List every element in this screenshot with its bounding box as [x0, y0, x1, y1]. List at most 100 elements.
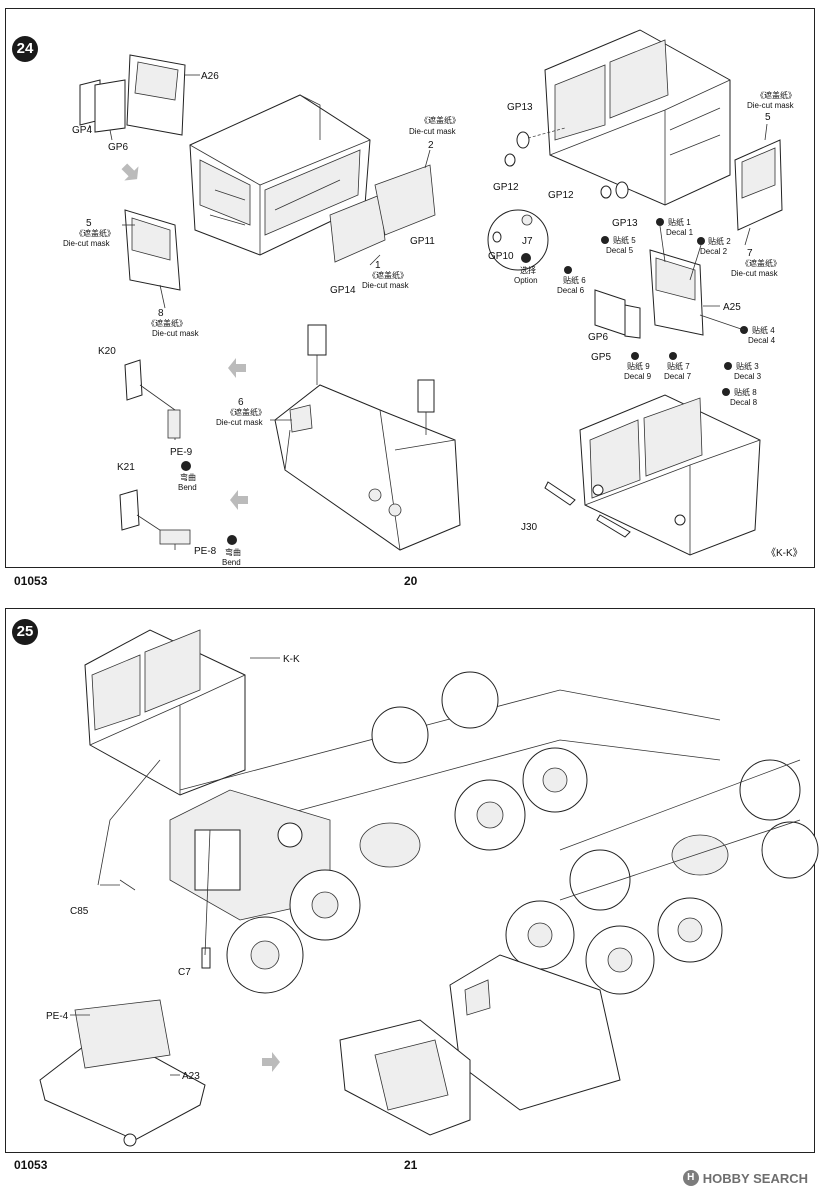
- door-a25-drawing: [594, 249, 720, 339]
- cab-lower-drawing: [274, 324, 461, 551]
- gp12-part: [504, 153, 516, 167]
- label-j30: J30: [521, 522, 538, 533]
- mask-1-number: 1: [375, 260, 381, 271]
- decal-4-en: Decal 4: [748, 336, 776, 345]
- kit-code-bottom: 01053: [14, 1158, 48, 1172]
- decal-3-cn: 贴纸 3: [736, 361, 759, 371]
- label-gp12-b: GP12: [548, 190, 574, 201]
- mask-6-cn: 《遮盖纸》: [226, 407, 266, 417]
- mask-2-en: Die-cut mask: [409, 127, 457, 136]
- bend-icon-2: [227, 535, 237, 545]
- bend-1-en: Bend: [178, 483, 197, 492]
- decal-8-en: Decal 8: [730, 398, 758, 407]
- arrow-hint: [228, 358, 246, 378]
- left-door-drawing: [122, 209, 181, 291]
- j30-part-b: [596, 514, 631, 538]
- decal-7-en: Decal 7: [664, 372, 692, 381]
- bend-2-cn: 弯曲: [225, 547, 241, 557]
- k21-drawing: [119, 489, 191, 550]
- decal-6-en: Decal 6: [557, 286, 585, 295]
- option-en: Option: [514, 276, 538, 285]
- hobby-search-text: HOBBY SEARCH: [702, 1170, 808, 1186]
- gp13-part: [516, 131, 530, 149]
- mask-7-cn: 《遮盖纸》: [741, 258, 781, 268]
- mask-8-number: 8: [158, 308, 164, 319]
- cab-right-drawing: [544, 29, 731, 206]
- decal-8-cn: 贴纸 8: [734, 387, 757, 397]
- mask-5-cn: 《遮盖纸》: [75, 228, 115, 238]
- label-gp6-b: GP6: [588, 332, 608, 343]
- cab-kk-drawing: [579, 394, 761, 556]
- page-number-20: 20: [404, 574, 418, 588]
- decal-3-en: Decal 3: [734, 372, 762, 381]
- mask-5-en: Die-cut mask: [63, 239, 111, 248]
- truck-chassis-drawing: [39, 629, 819, 1147]
- mask-1-en: Die-cut mask: [362, 281, 410, 290]
- option-detail-circle: [487, 209, 549, 271]
- decal-5-cn: 贴纸 5: [613, 235, 636, 245]
- door-a26-drawing: [79, 54, 200, 141]
- decal-1-en: Decal 1: [666, 228, 694, 237]
- mask-6-number: 6: [238, 397, 244, 408]
- mask-5r-en: Die-cut mask: [747, 101, 795, 110]
- label-gp12-a: GP12: [493, 182, 519, 193]
- label-k20: K20: [98, 346, 116, 357]
- label-gp4: GP4: [72, 125, 92, 136]
- mask-2-number: 2: [428, 140, 434, 151]
- decal-1-cn: 贴纸 1: [668, 217, 691, 227]
- decal-9-cn: 贴纸 9: [627, 361, 650, 371]
- arrow-hint: [230, 490, 248, 510]
- option-cn: 选择: [520, 265, 536, 275]
- label-gp5: GP5: [591, 352, 611, 363]
- mask-5r-cn: 《遮盖纸》: [756, 90, 796, 100]
- option-icon: [521, 253, 531, 263]
- mask-8-cn: 《遮盖纸》: [147, 318, 187, 328]
- j30-part-a: [544, 481, 576, 506]
- mask-7-en: Die-cut mask: [731, 269, 779, 278]
- mask-8-en: Die-cut mask: [152, 329, 200, 338]
- mask-7-number: 7: [747, 248, 753, 259]
- cab-interior-drawing: [189, 94, 371, 256]
- right-door-drawing: [734, 139, 783, 231]
- kit-code-top: 01053: [14, 574, 48, 588]
- mask-1-cn: 《遮盖纸》: [368, 270, 408, 280]
- decal-5-en: Decal 5: [606, 246, 634, 255]
- decal-2-cn: 贴纸 2: [708, 236, 731, 246]
- label-c85: C85: [70, 906, 89, 917]
- hobby-search-watermark: H HOBBY SEARCH: [682, 1170, 808, 1186]
- label-gp13-a: GP13: [507, 102, 533, 113]
- label-gp13-b: GP13: [612, 218, 638, 229]
- bend-2-en: Bend: [222, 558, 241, 567]
- label-a26: A26: [201, 71, 219, 82]
- step-25-badge: 25: [12, 619, 38, 645]
- mask-2-cn: 《遮盖纸》: [420, 115, 460, 125]
- k20-drawing: [124, 359, 181, 440]
- label-gp10: GP10: [488, 251, 514, 262]
- arrow-hint: [262, 1052, 280, 1072]
- label-gp11: GP11: [410, 236, 435, 247]
- label-a25: A25: [723, 302, 741, 313]
- decal-7-cn: 贴纸 7: [667, 361, 690, 371]
- label-j7: J7: [522, 236, 533, 247]
- label-a23: A23: [182, 1071, 200, 1082]
- label-pe9: PE-9: [170, 447, 193, 458]
- mask-1-window: [329, 194, 386, 263]
- arrow-hint: [121, 163, 139, 181]
- mask-6-en: Die-cut mask: [216, 418, 264, 427]
- decal-9-en: Decal 9: [624, 372, 652, 381]
- mask-2-window: [374, 164, 436, 236]
- label-gp14: GP14: [330, 285, 356, 296]
- decal-4-cn: 贴纸 4: [752, 325, 775, 335]
- label-kk-ref: 《K-K》: [766, 547, 803, 559]
- page-number-21: 21: [404, 1158, 418, 1172]
- mask-5r-number: 5: [765, 112, 771, 123]
- bend-icon-1: [181, 461, 191, 471]
- label-pe8: PE-8: [194, 546, 217, 557]
- label-pe4: PE-4: [46, 1011, 69, 1022]
- decal-2-en: Decal 2: [700, 247, 728, 256]
- decal-6-cn: 贴纸 6: [563, 275, 586, 285]
- label-k21: K21: [117, 462, 135, 473]
- label-kk: K-K: [283, 654, 300, 665]
- mask-5-number: 5: [86, 218, 92, 229]
